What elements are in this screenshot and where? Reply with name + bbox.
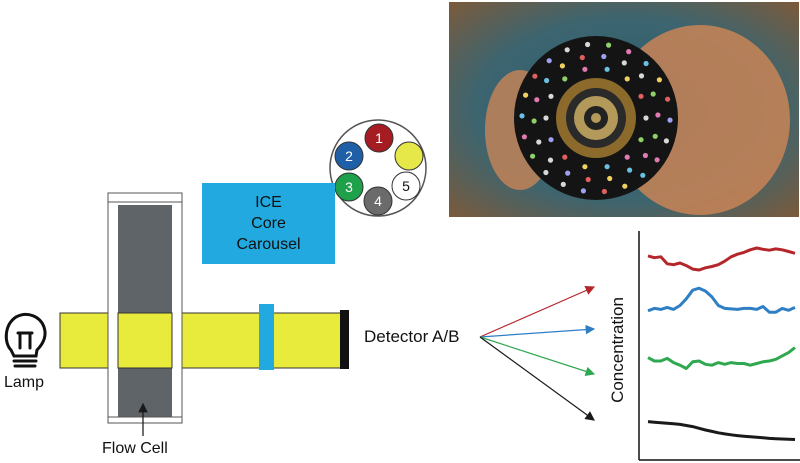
carousel-slot-number: 3 (345, 179, 353, 195)
disk-hole (564, 47, 570, 53)
filter (259, 304, 274, 370)
disk-hole (663, 138, 670, 144)
disk-hole (640, 172, 646, 178)
disk-hole (547, 157, 554, 163)
disk-hole (536, 139, 542, 145)
disk-hole (565, 170, 571, 176)
disk-hole (582, 66, 588, 72)
disk-hole (642, 152, 649, 159)
disk-hole (523, 92, 529, 98)
disk-hole (650, 91, 656, 97)
disk-hole (643, 115, 649, 121)
carousel-photo (449, 2, 799, 217)
carousel-slot (334, 141, 364, 171)
disk-hole (532, 73, 538, 79)
disk-hole (530, 153, 536, 159)
carousel-slot-number: 1 (375, 130, 383, 146)
carousel-slot-number: 4 (374, 193, 382, 209)
disk-hole (622, 183, 628, 189)
disk-hole (624, 154, 630, 160)
disk-hole (621, 60, 627, 66)
arrow-red (479, 285, 596, 338)
disk-hole (638, 137, 644, 143)
chart-plot-area (647, 246, 796, 441)
carousel-diagram: 1 2 3 5 4 (329, 119, 427, 217)
detector-bar (340, 310, 349, 369)
disk-hole (543, 169, 549, 176)
disk-hole (531, 118, 537, 124)
ice-core-carousel-box: ICE Core Carousel (202, 183, 335, 264)
disk-hole (627, 167, 633, 173)
disk-hole (655, 112, 661, 118)
carousel-label-line2: Core (251, 215, 286, 232)
chart-axes (638, 231, 800, 461)
series-line (647, 246, 796, 272)
carousel-slot (391, 171, 421, 201)
carousel-label-line3: Carousel (236, 236, 301, 253)
disk-hole (643, 60, 649, 67)
carousel-label-line1: ICE (255, 194, 282, 211)
disk-hole (534, 97, 540, 103)
disk-hole (665, 96, 671, 102)
carousel-slot (334, 172, 364, 202)
lamp-label: Lamp (4, 374, 45, 391)
series-line (647, 286, 796, 314)
disk-hole (638, 93, 644, 99)
disk-hole (548, 93, 554, 99)
disk-hole (604, 66, 610, 72)
disk-hole (562, 154, 568, 160)
disk-hole (652, 133, 658, 139)
disk-hole (580, 188, 587, 194)
series-line (647, 346, 796, 370)
light-beam (59, 312, 346, 369)
carousel-slot-number: 5 (402, 178, 410, 194)
disk-hole (607, 175, 613, 182)
disk-hole (546, 58, 552, 64)
detector-label: Detector A/B (364, 327, 460, 346)
disk-hole (601, 188, 608, 195)
disk-hole (544, 77, 550, 84)
y-axis-label: Concentration (608, 297, 627, 403)
flow-cell (107, 192, 183, 424)
carousel-slot-number: 2 (345, 148, 353, 164)
disk-hole (624, 76, 630, 82)
arrow-black (479, 336, 595, 421)
lamp-icon (4, 312, 47, 368)
disk-hole (582, 164, 588, 170)
disk-hole (601, 53, 607, 60)
carousel-slot (363, 186, 393, 216)
disk-hole (521, 134, 528, 140)
disk-hole (638, 73, 645, 79)
disk-hole (579, 54, 585, 61)
flow-cell-label: Flow Cell (102, 440, 168, 457)
disk-hole (548, 137, 554, 143)
disk-hole (654, 157, 660, 163)
disk-hole (585, 176, 591, 183)
disk-hole (543, 115, 549, 121)
disk-hole (559, 63, 566, 69)
disk-hole (606, 42, 612, 48)
disk-hole (560, 181, 566, 187)
disk-hole (519, 113, 525, 119)
arrow-blue (479, 324, 596, 338)
disk-hole (667, 117, 673, 123)
disk-hole (626, 49, 632, 55)
arrow-green (479, 336, 596, 376)
disk-hole (562, 76, 568, 82)
disk-hole (656, 77, 663, 83)
disk-hole (585, 41, 591, 48)
series-line (647, 420, 796, 441)
carousel-slot (394, 141, 424, 171)
carousel-slot (364, 123, 394, 153)
disk-hole (604, 164, 610, 170)
